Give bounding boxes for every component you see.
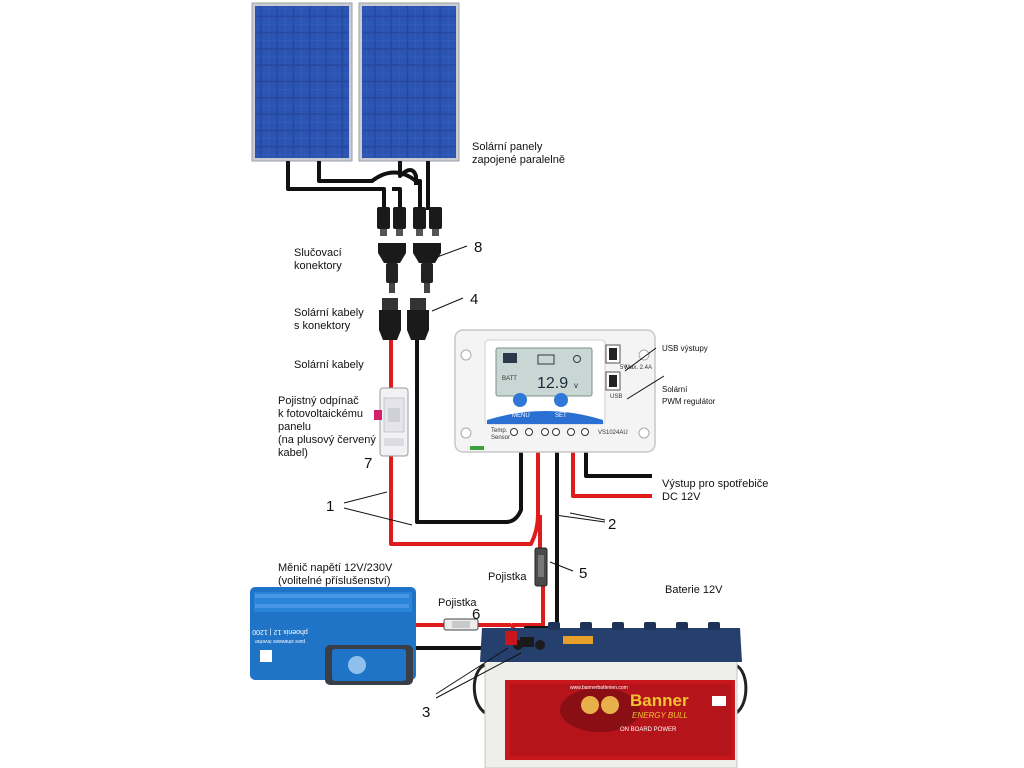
callout-4: 4 [470,291,478,308]
controller-terminals [510,428,589,436]
lcd-batt-label: BATT [502,376,517,382]
callout-5: 5 [579,565,587,582]
label-fuse-battery: Pojistka [488,571,527,583]
lcd-display: BATT 12.9 v [495,347,593,397]
callout-7: 7 [364,455,372,472]
inverter-remote-panel [325,645,413,685]
pwm-charge-controller: BATT 12.9 v MENU SET Temp. Sensor VS1024… [454,329,656,453]
solar-panels [251,2,460,162]
panel-interconnect-wires [286,161,430,210]
solar-cable-connectors [379,298,429,340]
usb-ports: 5V Max. 2.4A USB [605,344,652,400]
label-regulator-1: Solární [662,385,688,394]
set-label: SET [555,413,567,419]
label-fuse-inverter: Pojistka [438,597,477,609]
label-solar-panels-2: zapojené paralelně [472,154,565,166]
label-solar-cables-connectors-2: s konektory [294,320,351,332]
label-breaker-2: k fotovoltaickému [278,408,363,420]
inverter-model: phoenix 12 | 1200 [252,628,308,635]
set-button[interactable] [554,393,568,407]
usb-label: USB [610,394,622,400]
callout-numbers: 8 4 7 1 2 5 6 3 [326,239,616,721]
callout-3: 3 [422,704,430,721]
label-load-output-2: DC 12V [662,491,701,503]
label-inverter-2: (volitelné příslušenství) [278,575,391,587]
battery-website: www.bannerbatterien.com [570,685,628,691]
negative-terminal [520,637,534,647]
callout-6: 6 [472,606,480,623]
label-solar-cables: Solární kabely [294,359,364,371]
usb-spec-1: 5V [620,365,627,371]
battery-subtitle: ENERGY BULL [632,711,688,720]
usb-spec-2: Max. 2.4A [625,365,652,371]
label-load-output-1: Výstup pro spotřebiče [662,478,768,490]
battery-tagline: ON BOARD POWER [620,727,677,733]
solar-panel-left [251,2,353,162]
label-breaker-4: (na plusový červený [278,434,376,446]
label-regulator-2: PWM regulátor [662,397,716,406]
label-breaker-3: panelu [278,421,311,433]
y-merge-connectors [378,243,441,293]
callout-1: 1 [326,498,334,515]
label-solar-panels-1: Solární panely [472,141,543,153]
label-usb-outputs: USB výstupy [662,344,708,353]
label-inverter-1: Měnič napětí 12V/230V [278,562,393,574]
panel-mc4-connectors [377,207,442,236]
lcd-voltage-unit: v [574,381,578,390]
solar-panel-right [358,2,460,162]
callout-2: 2 [608,516,616,533]
temp-sensor-label-2: Sensor [491,435,510,441]
lcd-voltage-value: 12.9 [537,375,568,392]
labels: Solární panely zapojené paralelně Slučov… [278,141,768,609]
callout-8: 8 [474,239,482,256]
inverter-subtitle: pure sinewave inverter [255,638,306,644]
battery-brand: Banner [630,691,689,710]
label-breaker-5: kabel) [278,447,308,459]
inverter-fuse [443,618,479,631]
callout-lines [343,245,665,699]
inverter: phoenix 12 | 1200 pure sinewave inverter… [214,587,416,685]
menu-button[interactable] [513,393,527,407]
temp-sensor-label-1: Temp. [491,428,508,434]
label-merge-connectors-1: Slučovací [294,247,342,259]
battery-fuse [534,547,548,587]
controller-model: VS1024AU [598,430,628,436]
label-breaker-1: Pojistný odpínač [278,395,359,407]
label-battery: Baterie 12V [665,584,723,596]
inverter-brand: victron energy [214,628,246,634]
positive-terminal [505,631,517,645]
label-merge-connectors-2: konektory [294,260,342,272]
label-solar-cables-connectors-1: Solární kabely [294,307,364,319]
menu-label: MENU [512,413,530,419]
battery: Banner ENERGY BULL ON BOARD POWER www.ba… [472,622,748,768]
circuit-breaker [374,387,409,457]
